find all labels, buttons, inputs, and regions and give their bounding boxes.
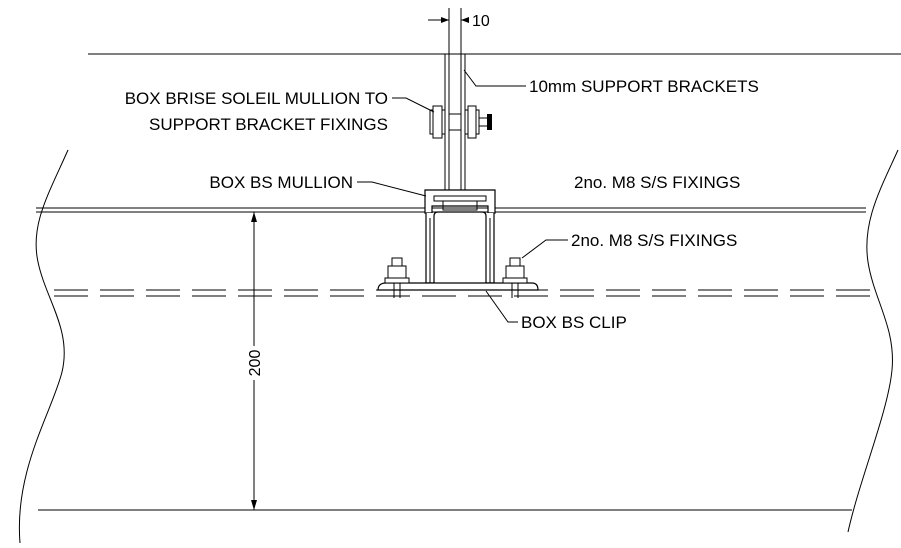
label-bs-clip: BOX BS CLIP xyxy=(521,313,627,332)
support-bracket-right xyxy=(460,53,466,191)
support-bracket-left xyxy=(444,53,450,191)
leader-fixings-lower xyxy=(521,239,568,259)
label-mullion-fixings-line1: BOX BRISE SOLEIL MULLION TO xyxy=(125,89,388,108)
fixing-bolt-right xyxy=(502,257,528,298)
fixing-bolt-left xyxy=(384,257,410,298)
dimension-10-text: 10 xyxy=(472,13,490,30)
dimension-200-text: 200 xyxy=(247,350,264,377)
right-break-line xyxy=(847,149,899,533)
leader-bs-clip xyxy=(485,290,518,323)
leader-mullion-fixings xyxy=(392,97,435,113)
leader-bs-mullion xyxy=(357,181,427,197)
left-break-line xyxy=(18,149,69,544)
label-fixings-lower: 2no. M8 S/S FIXINGS xyxy=(571,231,737,250)
box-bs-clip xyxy=(377,282,539,291)
dimension-bracket-thickness: 10 xyxy=(428,8,490,54)
bracket-bolt xyxy=(429,105,492,139)
leader-support-brackets xyxy=(463,69,526,87)
label-mullion-fixings-line2: SUPPORT BRACKET FIXINGS xyxy=(149,115,388,134)
dimension-section-height: 200 xyxy=(246,212,264,510)
label-bs-mullion: BOX BS MULLION xyxy=(209,173,353,192)
label-support-brackets: 10mm SUPPORT BRACKETS xyxy=(529,77,759,96)
label-fixings-upper: 2no. M8 S/S FIXINGS xyxy=(574,173,740,192)
box-bs-mullion xyxy=(424,189,496,284)
